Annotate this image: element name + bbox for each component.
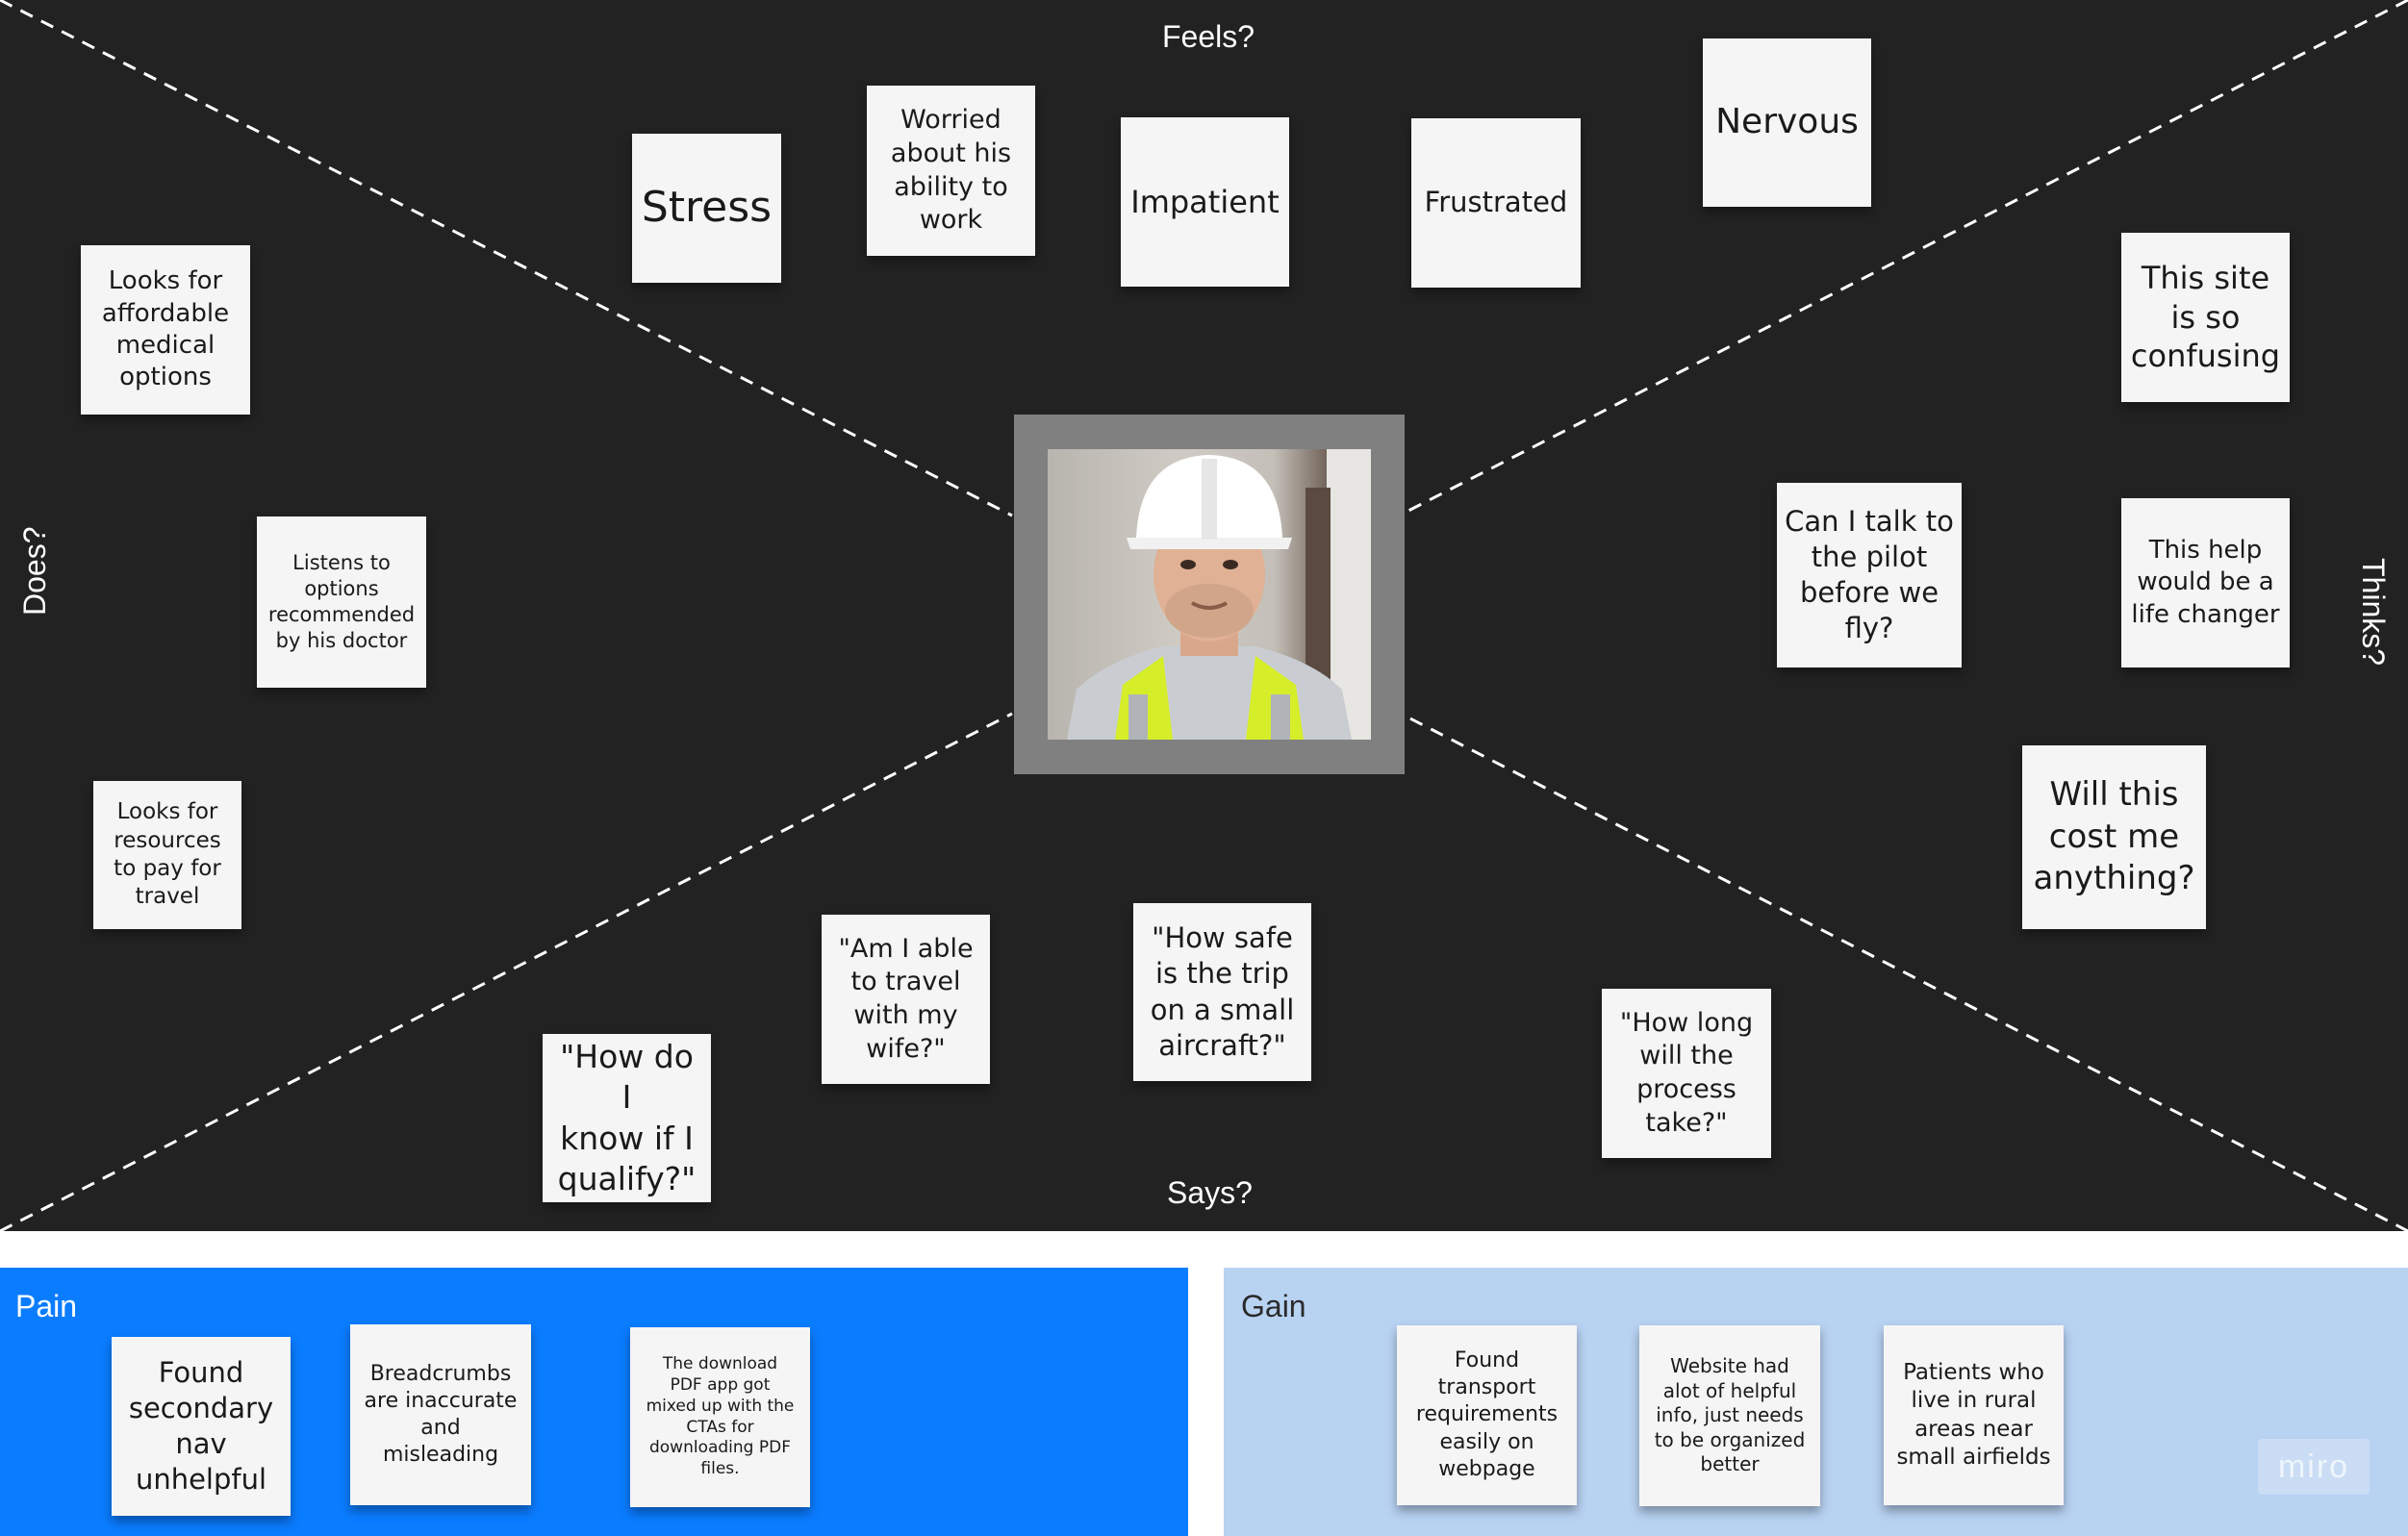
empathy-map-board: Feels? Says? Does? Thinks? (0, 0, 2408, 1231)
sticky-text: Looks for affordable medical options (101, 266, 230, 392)
label-says: Says? (1167, 1175, 1253, 1210)
construction-worker-illustration (1067, 449, 1371, 740)
sticky-text: Website had alot of helpful info, just n… (1654, 1354, 1806, 1476)
sticky-says-qualify[interactable]: "How do I know if I qualify?" (543, 1034, 711, 1202)
pain-sticky-secondary-nav[interactable]: Found secondary nav unhelpful (112, 1337, 291, 1516)
sticky-feels-stress[interactable]: Stress (632, 134, 781, 283)
sticky-thinks-pilot[interactable]: Can I talk to the pilot before we fly? (1777, 483, 1962, 667)
sticky-text: The download PDF app got mixed up with t… (646, 1354, 795, 1478)
sticky-text: This site is so confusing (2130, 259, 2281, 375)
sticky-text: Can I talk to the pilot before we fly? (1785, 504, 1954, 645)
pain-title: Pain (15, 1289, 78, 1323)
divider-line-top-left (0, 0, 1013, 517)
gain-sticky-rural-patients[interactable]: Patients who live in rural areas near sm… (1884, 1325, 2064, 1505)
sticky-text: Impatient (1130, 183, 1280, 220)
label-thinks: Thinks? (2356, 558, 2391, 667)
quadrant-divider-lines (0, 0, 2408, 1231)
sticky-does-listens[interactable]: Listens to options recommended by his do… (257, 516, 426, 688)
sticky-text: Looks for resources to pay for travel (114, 799, 221, 910)
sticky-feels-worried[interactable]: Worried about his ability to work (867, 86, 1035, 256)
sticky-feels-nervous[interactable]: Nervous (1703, 38, 1871, 207)
sticky-does-resources[interactable]: Looks for resources to pay for travel (93, 781, 241, 929)
label-does: Does? (17, 526, 52, 617)
sticky-says-travel-wife[interactable]: "Am I able to travel with my wife?" (822, 915, 990, 1084)
sticky-text: "How do I know if I qualify?" (557, 1038, 697, 1197)
gain-title: Gain (1241, 1289, 1306, 1323)
divider-line-bottom-left (0, 712, 1013, 1231)
sticky-text: Frustrated (1424, 186, 1568, 219)
gain-sticky-transport[interactable]: Found transport requirements easily on w… (1397, 1325, 1577, 1505)
sticky-thinks-life-changer[interactable]: This help would be a life changer (2121, 498, 2290, 667)
sticky-text: Found secondary nav unhelpful (128, 1355, 274, 1497)
pain-sticky-breadcrumbs[interactable]: Breadcrumbs are inaccurate and misleadin… (350, 1324, 531, 1505)
sticky-text: Listens to options recommended by his do… (267, 551, 416, 652)
sticky-text: Patients who live in rural areas near sm… (1896, 1359, 2051, 1470)
label-feels: Feels? (1162, 19, 1255, 54)
persona-photo-frame (1014, 415, 1405, 774)
sticky-text: This help would be a life changer (2131, 536, 2280, 629)
sticky-text: Breadcrumbs are inaccurate and misleadin… (364, 1361, 518, 1468)
miro-logo: miro (2258, 1439, 2370, 1495)
sticky-says-how-long[interactable]: "How long will the process take?" (1602, 989, 1771, 1158)
sticky-thinks-cost[interactable]: Will this cost me anything? (2022, 745, 2206, 929)
gain-panel: Gain Found transport requirements easily… (1224, 1268, 2408, 1536)
sticky-text: Nervous (1715, 102, 1859, 142)
sticky-feels-impatient[interactable]: Impatient (1121, 117, 1289, 287)
sticky-text: Worried about his ability to work (890, 105, 1012, 236)
pain-panel: Pain Found secondary nav unhelpful Bread… (0, 1268, 1188, 1536)
persona-photo (1048, 449, 1371, 740)
divider-line-top-right (1406, 0, 2408, 514)
sticky-says-how-safe[interactable]: "How safe is the trip on a small aircraf… (1133, 903, 1311, 1081)
sticky-text: "How safe is the trip on a small aircraf… (1150, 921, 1295, 1062)
sticky-text: Will this cost me anything? (2033, 775, 2195, 898)
sticky-thinks-confusing[interactable]: This site is so confusing (2121, 233, 2290, 402)
sticky-text: Found transport requirements easily on w… (1415, 1348, 1559, 1481)
gain-sticky-helpful-info[interactable]: Website had alot of helpful info, just n… (1639, 1325, 1820, 1506)
sticky-text: "How long will the process take?" (1619, 1007, 1754, 1138)
sticky-feels-frustrated[interactable]: Frustrated (1411, 118, 1581, 288)
sticky-text: Stress (641, 183, 773, 233)
sticky-text: "Am I able to travel with my wife?" (838, 933, 974, 1064)
sticky-does-affordable[interactable]: Looks for affordable medical options (81, 245, 250, 415)
pain-sticky-download-pdf[interactable]: The download PDF app got mixed up with t… (630, 1327, 810, 1507)
divider-line-bottom-right (1406, 715, 2408, 1231)
